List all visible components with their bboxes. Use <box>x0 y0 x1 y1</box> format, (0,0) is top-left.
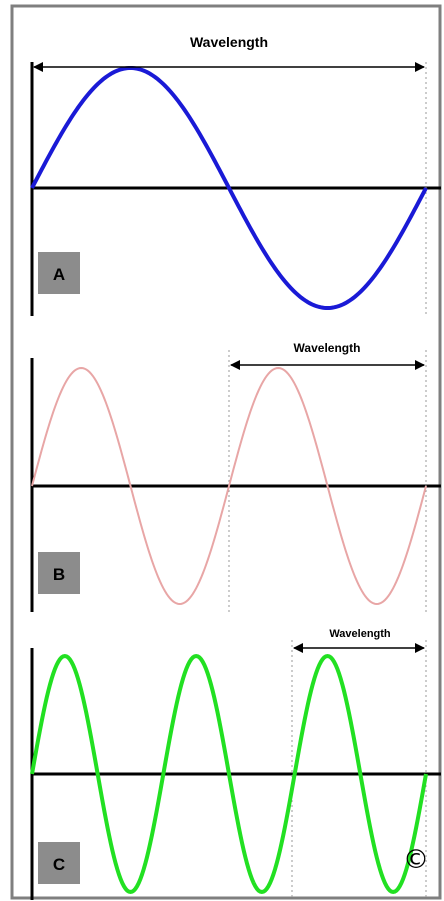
panel-c-badge-label: C <box>53 855 65 874</box>
outer-frame <box>10 4 442 900</box>
panel-b-wavelength-label: Wavelength <box>294 341 361 355</box>
panel-b-badge <box>38 552 80 594</box>
panel-b-badge-label: B <box>53 565 65 584</box>
panel-a-badge <box>38 252 80 294</box>
panel-b-wave <box>31 366 427 606</box>
panel-c: Wavelength C © <box>30 628 441 900</box>
panel-a-wavelength-label: Wavelength <box>190 34 268 50</box>
panel-a: Wavelength A <box>30 34 441 316</box>
copyright-icon: © <box>403 845 429 875</box>
panel-c-wavelength-label: Wavelength <box>329 628 391 640</box>
panel-c-badge <box>38 842 80 884</box>
panel-c-wave <box>30 653 428 895</box>
panel-b: Wavelength B <box>30 341 441 612</box>
panel-a-badge-label: A <box>53 265 65 284</box>
panel-a-wave <box>30 65 428 311</box>
